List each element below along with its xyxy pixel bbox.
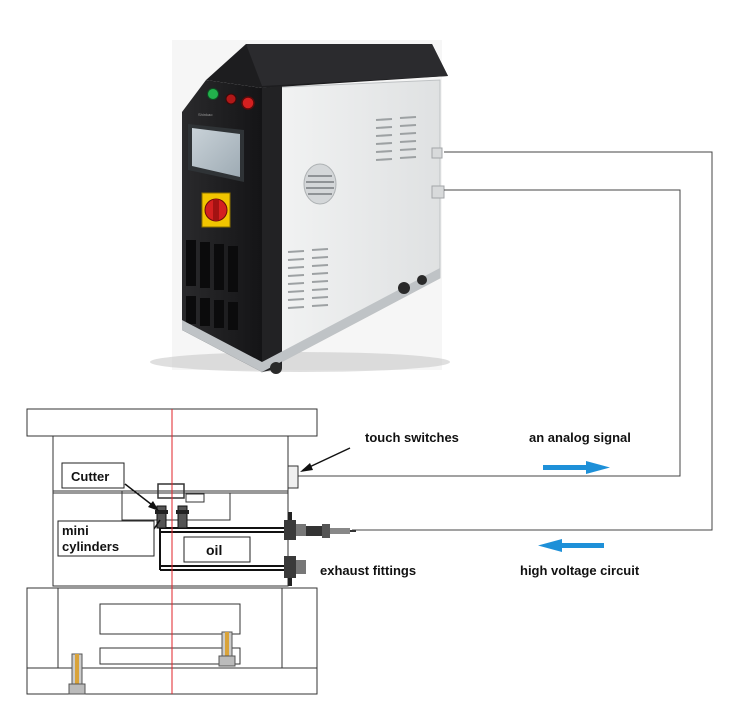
touch-screen — [192, 128, 240, 177]
red-indicator-light — [225, 93, 237, 105]
front-vent-grille-icon — [186, 240, 238, 330]
touch-switches-label: touch switches — [365, 430, 459, 445]
mini-cylinders-label-line1: mini — [62, 523, 89, 538]
oil-label: oil — [206, 542, 222, 558]
exhaust-fittings-label: exhaust fittings — [320, 563, 416, 578]
round-vent-icon — [303, 163, 337, 205]
touch-switch-icon — [287, 465, 299, 489]
cutter-label-box — [61, 462, 125, 489]
cutter-label: Cutter — [71, 469, 109, 484]
mold-cavity-step — [121, 491, 231, 521]
lower-side-vent-icon — [287, 248, 329, 309]
top-lid-face — [246, 44, 448, 86]
quick-connector-icon — [306, 524, 356, 538]
analog-signal-label: an analog signal — [529, 430, 631, 445]
front-edge — [262, 86, 282, 372]
main-switch-handle — [213, 199, 219, 221]
caster-wheel — [398, 282, 410, 294]
emergency-stop-button — [241, 96, 255, 110]
caster-wheel — [270, 362, 282, 374]
inlet-port — [431, 147, 443, 159]
signal-wire — [298, 189, 681, 477]
connection-wires — [298, 151, 713, 531]
ejector-plate-lower — [99, 647, 241, 665]
ejector-plate-upper — [99, 603, 241, 635]
high-voltage-circuit-label: high voltage circuit — [520, 563, 640, 578]
touch-switch-pointer — [300, 447, 351, 472]
temperature-controller-unit: Shinkao — [150, 40, 450, 374]
exhaust-fitting-icon — [284, 512, 306, 586]
hex-bolt-icon — [68, 631, 236, 695]
green-indicator-light — [207, 88, 219, 100]
arrow-left-icon — [538, 539, 604, 552]
side-vent-grille-icon — [375, 116, 417, 161]
mini-cylinder-icon — [155, 505, 189, 529]
return-wire — [352, 151, 713, 531]
brand-badge: Shinkao — [198, 112, 213, 117]
outlet-port — [431, 185, 445, 199]
cutter-body — [157, 483, 185, 499]
caster-wheel — [417, 275, 427, 285]
floor-shadow — [150, 352, 450, 372]
cutter-pointer — [124, 483, 159, 511]
mini-cylinders-label-line2: cylinders — [62, 539, 119, 554]
oil-label-box — [183, 536, 251, 563]
arrow-right-icon — [543, 461, 610, 474]
mini-cylinders-label-box — [57, 520, 155, 557]
